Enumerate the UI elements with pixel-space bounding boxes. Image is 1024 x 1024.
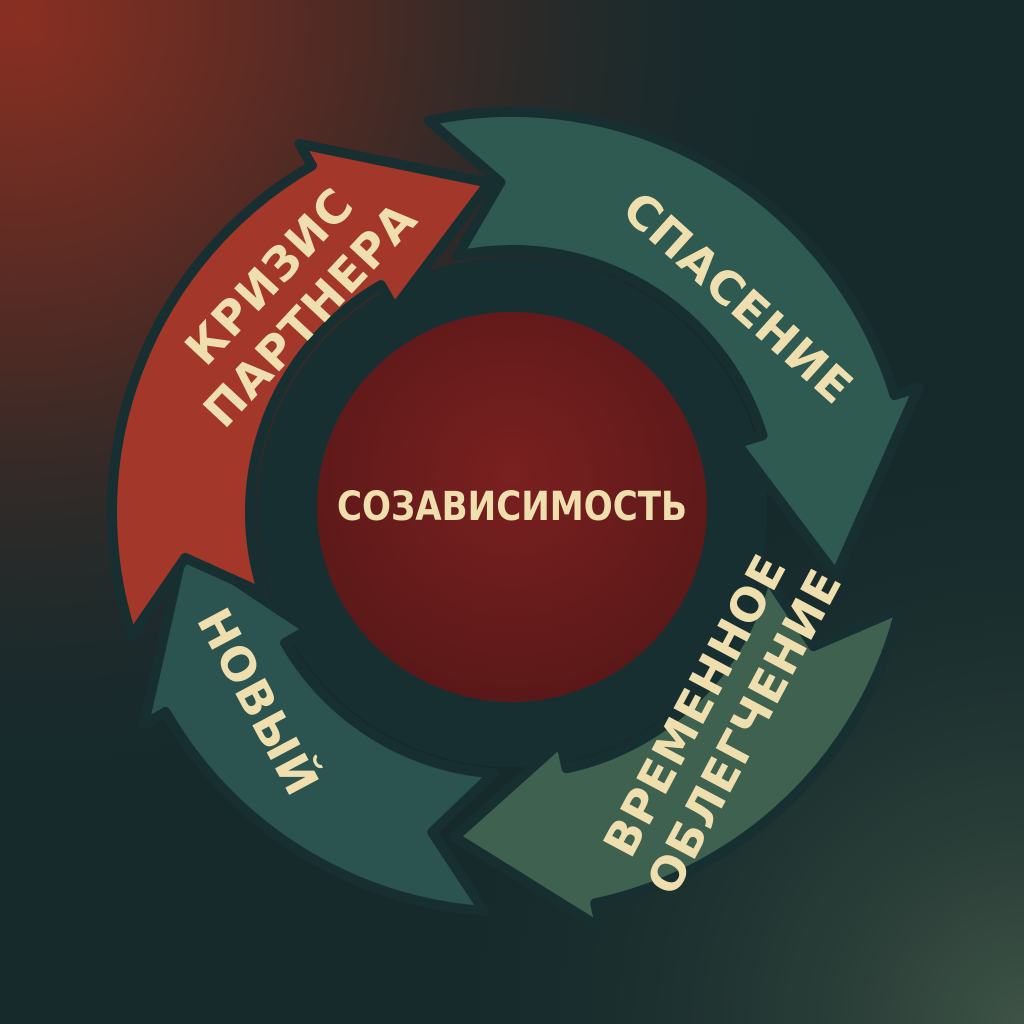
cycle-arrows [107, 106, 924, 933]
arrow-crisis [107, 138, 494, 641]
arrow-relief [449, 570, 906, 933]
center-circle [317, 312, 707, 702]
center-label: СОЗАВИСИМОСТЬ [337, 484, 687, 530]
arrow-new [138, 541, 499, 916]
arrow-rescue [423, 106, 924, 580]
